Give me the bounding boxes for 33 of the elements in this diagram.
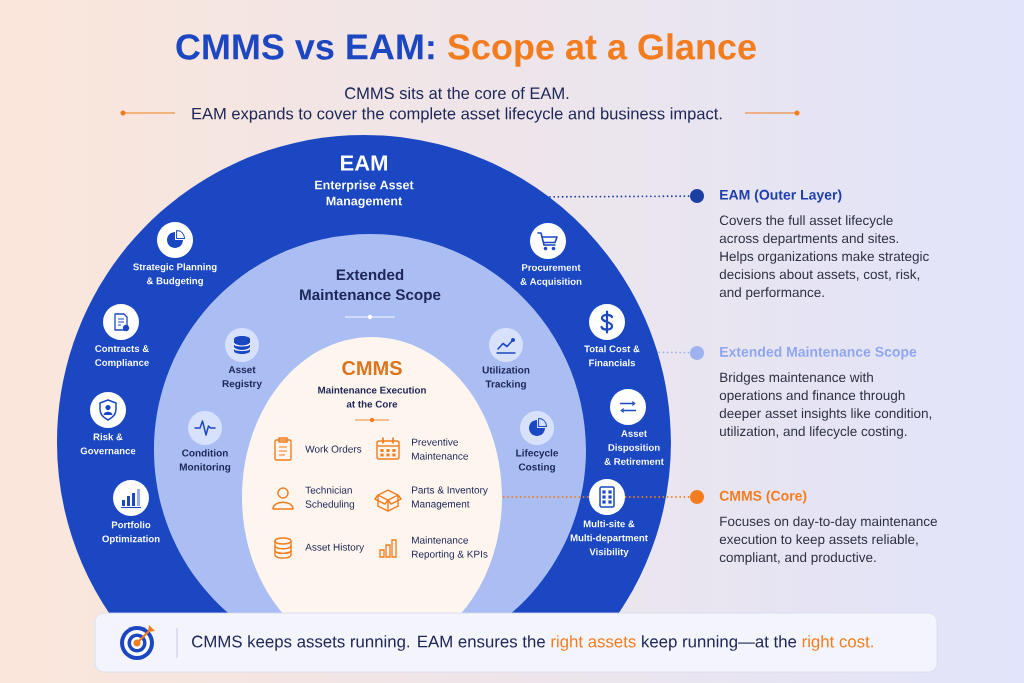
subtitle: CMMS sits at the core of EAM. [345,86,569,100]
circle-heading: EAM [341,155,387,171]
feature-label: Asset History [305,543,365,553]
feature-label: Parts & Inventory Management [412,486,488,510]
feature-label: Asset Registry [222,366,262,390]
feature-label: Strategic Planning & Budgeting [133,263,217,287]
feature-label: Preventive Maintenance [412,438,468,460]
callout-heading: CMMS (Core) [719,490,807,504]
feature-label: Technician Scheduling [305,486,355,510]
circle-subheading: Enterprise Asset Management [315,180,414,208]
title: CMMS vs EAM: Scope at a Glance [176,33,756,67]
callout-text: Focuses on day-to-day maintenance execution to keep assets reliable, compliant, and productive. [719,516,937,565]
feature-label: Lifecycle Costing [516,449,559,473]
feature-label: Risk & Governance [80,433,136,455]
feature-label: Procurement & Acquisition [520,264,582,287]
circle-subheading: Maintenance Execution at the Core [318,386,426,408]
callout-text: Bridges maintenance with operations and finance through deeper asset insights like condition, utilization, and lifecycle costing. [719,372,932,439]
feature-label: Multi-site & Multi-department Visibility [570,520,648,558]
feature-label: Condition Monitoring [179,449,231,473]
subtitle: EAM expands to cover the complete asset lifecycle and business impact. [192,107,722,123]
summary-banner: CMMS keeps assets running. EAM ensures the right assets keep running—at the right cost. [94,612,938,673]
callout-heading: Extended Maintenance Scope [720,346,917,360]
feature-label: Contracts & Compliance [95,345,149,368]
feature-label: Total Cost & Financials [584,345,640,367]
feature-label: Maintenance Reporting & KPIs [412,536,488,560]
feature-label: Work Orders [305,445,362,453]
callout-heading: EAM (Outer Layer) [720,189,842,203]
circle-heading: CMMS [342,360,402,376]
feature-label: Asset Disposition & Retirement [604,430,664,465]
feature-label: Utilization Tracking [482,366,530,390]
callout-text: Covers the full asset lifecycle across departments and sites. Helps organizations make strategic decisions about assets, cost, risk, and performance. [719,215,929,300]
feature-label: Portfolio Optimization [102,521,160,545]
circle-heading: Extended Maintenance Scope [300,268,441,304]
